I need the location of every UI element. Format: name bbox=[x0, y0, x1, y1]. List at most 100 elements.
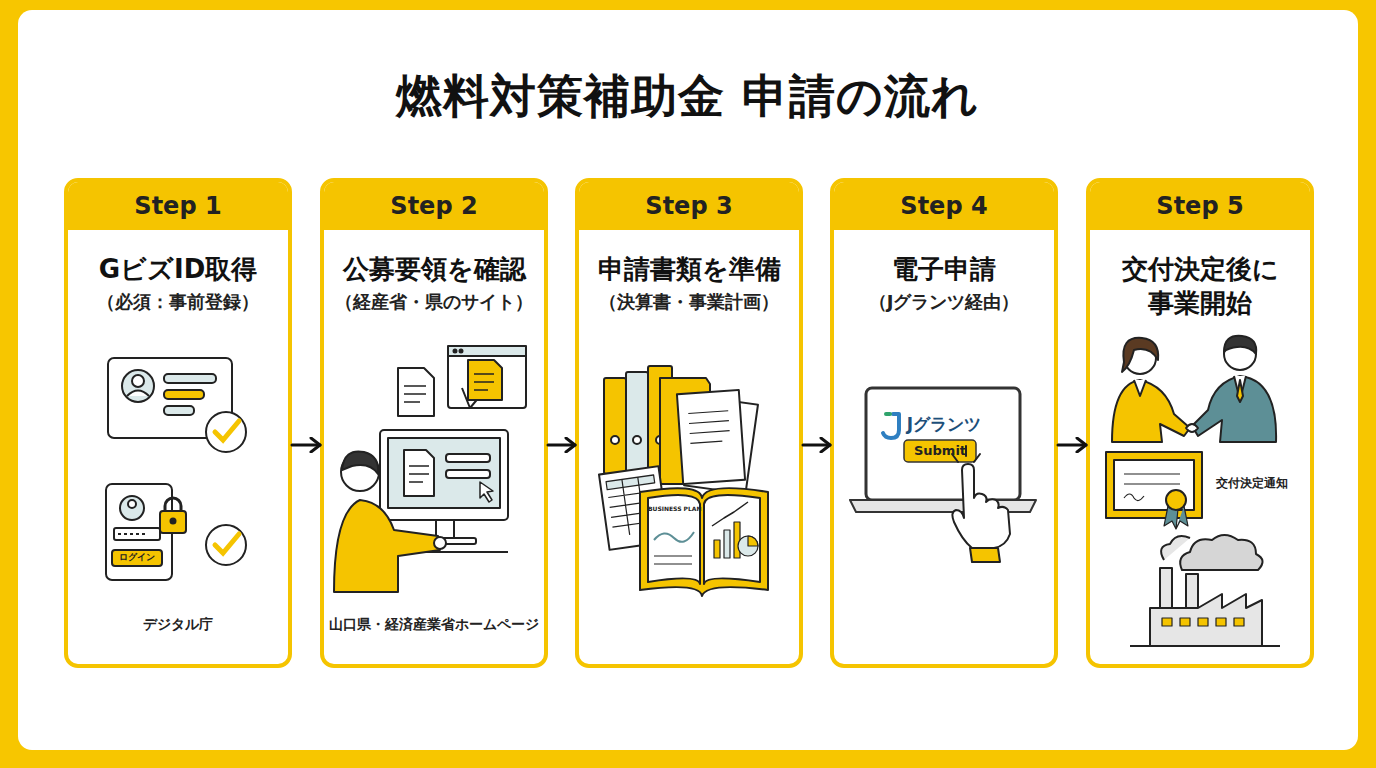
laptop-icon-part bbox=[866, 388, 1020, 500]
woman-figure-part bbox=[1122, 338, 1158, 372]
business-plan-book bbox=[640, 488, 768, 596]
check-badge-part bbox=[206, 525, 246, 565]
business-plan-book-part bbox=[640, 488, 768, 596]
check-badge bbox=[206, 525, 246, 565]
man-figure-part bbox=[1224, 336, 1256, 354]
computer-monitor-part bbox=[480, 482, 493, 502]
laptop-icon bbox=[850, 388, 1036, 512]
man-figure-part bbox=[1224, 338, 1256, 370]
certificate-icon-part bbox=[1166, 490, 1186, 510]
paper-sheets-part-part bbox=[606, 475, 661, 537]
id-card-icon-part bbox=[164, 406, 194, 415]
login-card-icon-part bbox=[112, 550, 162, 566]
paper-sheets-part bbox=[606, 475, 661, 537]
step-subtitle: （Jグランツ経由） bbox=[834, 290, 1054, 314]
person-figure bbox=[334, 451, 446, 592]
binder-stack-part bbox=[604, 378, 626, 474]
button-text: Submit bbox=[904, 442, 976, 459]
person-figure-part bbox=[434, 537, 446, 549]
step-title: GビズID取得 bbox=[68, 252, 288, 286]
step-footnote: 山口県・経済産業省ホームページ bbox=[324, 616, 544, 634]
id-card-icon-part bbox=[127, 391, 149, 397]
factory-icon-part bbox=[1216, 618, 1226, 626]
business-plan-book-part bbox=[704, 495, 760, 584]
login-card-icon-part bbox=[118, 533, 148, 535]
browser-window-icon-part bbox=[448, 346, 526, 408]
id-card-icon-part bbox=[164, 390, 204, 399]
step-footnote: デジタル庁 bbox=[68, 616, 288, 634]
computer-monitor-part bbox=[436, 520, 454, 538]
factory-icon-part bbox=[1160, 568, 1172, 608]
browser-window-icon-part bbox=[454, 350, 457, 353]
login-card-icon-part bbox=[106, 484, 172, 580]
laptop-icon-part bbox=[886, 412, 890, 416]
flow-arrow bbox=[803, 444, 830, 447]
flow-arrow bbox=[548, 444, 575, 447]
browser-window-icon-part bbox=[468, 360, 502, 400]
check-badge-part bbox=[215, 534, 239, 553]
pointing-hand-part bbox=[970, 548, 1000, 562]
certificate-icon-part bbox=[1164, 506, 1188, 529]
login-card-icon-part bbox=[128, 500, 136, 508]
factory-icon-part bbox=[1180, 535, 1262, 570]
certificate-icon-part bbox=[1124, 474, 1180, 484]
pointing-hand-part bbox=[952, 446, 980, 462]
login-card-icon bbox=[106, 484, 186, 580]
id-card-icon-part bbox=[164, 374, 216, 383]
woman-figure-part bbox=[1124, 342, 1156, 374]
step-header: Step 3 bbox=[579, 182, 799, 230]
man-figure-part bbox=[1234, 376, 1246, 400]
login-card-icon-part bbox=[165, 498, 181, 512]
person-figure-part bbox=[342, 451, 378, 474]
factory-icon-part bbox=[1162, 618, 1172, 626]
business-plan-book-part bbox=[738, 536, 758, 556]
paper-sheets-part bbox=[599, 466, 669, 550]
computer-monitor bbox=[340, 430, 508, 552]
binder-stack-part bbox=[656, 436, 664, 444]
woman-figure-part bbox=[1112, 380, 1190, 442]
computer-monitor-part bbox=[409, 466, 429, 482]
step-title: 申請書類を準備 bbox=[579, 252, 799, 286]
step-header: Step 2 bbox=[324, 182, 544, 230]
id-card-icon bbox=[108, 358, 232, 438]
step-subtitle: （必須：事前登録） bbox=[68, 290, 288, 314]
factory-icon-part bbox=[1180, 618, 1190, 626]
factory-icon-part bbox=[1130, 645, 1280, 647]
login-card-icon-part bbox=[120, 496, 144, 520]
binder-stack-part bbox=[626, 372, 648, 474]
factory-icon-part bbox=[1186, 574, 1198, 608]
person-figure-part bbox=[334, 500, 440, 592]
man-figure bbox=[1186, 336, 1276, 442]
step-header: Step 4 bbox=[834, 182, 1054, 230]
step-subtitle: （決算書・事業計画） bbox=[579, 290, 799, 314]
step-title: 公募要領を確認 bbox=[324, 252, 544, 286]
step-card: Step 4 電子申請 （Jグランツ経由） bbox=[830, 178, 1058, 668]
cover-text: BUSINESS PLAN bbox=[648, 504, 700, 514]
step-title: 交付決定後に 事業開始 bbox=[1090, 252, 1310, 320]
business-plan-book-part bbox=[654, 532, 694, 542]
factory-icon bbox=[1130, 535, 1280, 646]
logo-text: Jグランツ bbox=[904, 414, 984, 435]
man-figure-part bbox=[1237, 380, 1243, 402]
document-icon-part bbox=[398, 368, 434, 416]
business-plan-book-part bbox=[724, 530, 730, 558]
step-title: 電子申請 bbox=[834, 252, 1054, 286]
browser-window-icon-part bbox=[448, 346, 526, 356]
step-card: Step 2公募要領を確認（経産省・県のサイト）山口県・経済産業省ホームページ bbox=[320, 178, 548, 668]
man-figure-part bbox=[1186, 424, 1198, 432]
binder-stack bbox=[604, 366, 710, 484]
binder-stack-part bbox=[660, 378, 710, 484]
business-plan-book-part bbox=[654, 556, 692, 564]
man-figure-part bbox=[1192, 376, 1276, 442]
browser-window-icon-part bbox=[474, 374, 494, 390]
flow-arrow bbox=[292, 444, 320, 447]
document-icon bbox=[398, 368, 434, 416]
certificate-icon bbox=[1106, 452, 1202, 529]
caption-text: 交付決定通知 bbox=[1204, 475, 1300, 491]
check-badge bbox=[206, 412, 246, 452]
login-card-icon-part bbox=[114, 528, 160, 540]
button-text: ログイン bbox=[112, 551, 162, 564]
certificate-icon-part bbox=[1106, 452, 1202, 518]
person-figure-part bbox=[341, 453, 379, 491]
browser-window-icon-part bbox=[462, 388, 480, 408]
